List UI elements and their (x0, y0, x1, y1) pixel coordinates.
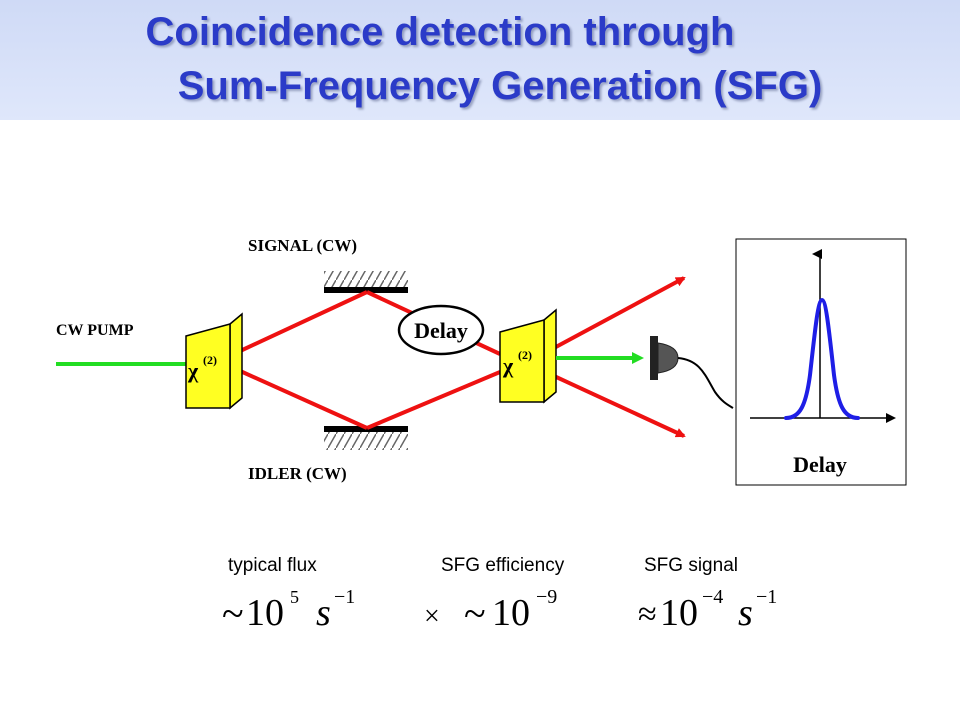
delay-label: Delay (414, 318, 468, 343)
signal-label: SIGNAL (CW) (248, 236, 358, 255)
crystal-2-order: (2) (518, 348, 532, 362)
slide-title-line-2: Sum-Frequency Generation (SFG) (177, 64, 823, 108)
title-band (0, 0, 960, 120)
coincidence-peak (784, 297, 860, 420)
slide-title-line-1: Coincidence detection through (145, 10, 735, 54)
detector-icon (650, 336, 734, 409)
efficiency-caption: SFG efficiency (441, 555, 565, 576)
crystal-1: χ (2) (185, 312, 243, 410)
delay-ellipse (397, 304, 485, 356)
delay-plot: Delay (735, 238, 907, 486)
output-beam-upper (553, 276, 686, 350)
flux-caption: typical flux (228, 555, 317, 576)
plot-x-label: Delay (793, 452, 847, 477)
idler-label: IDLER (CW) (248, 464, 347, 483)
signal-mirror (324, 271, 408, 293)
signal-beam-up (237, 290, 368, 354)
crystal-1-chi: χ (187, 358, 199, 383)
crystal-2: χ (2) (499, 308, 557, 404)
crystal-2-chi: χ (502, 353, 514, 378)
crystal-1-order: (2) (203, 353, 217, 367)
output-beam-lower (553, 374, 686, 438)
signal-caption: SFG signal (644, 555, 738, 576)
idler-beam-up (366, 370, 501, 430)
idler-beam-down (237, 368, 368, 430)
pump-label: CW PUMP (56, 322, 134, 339)
